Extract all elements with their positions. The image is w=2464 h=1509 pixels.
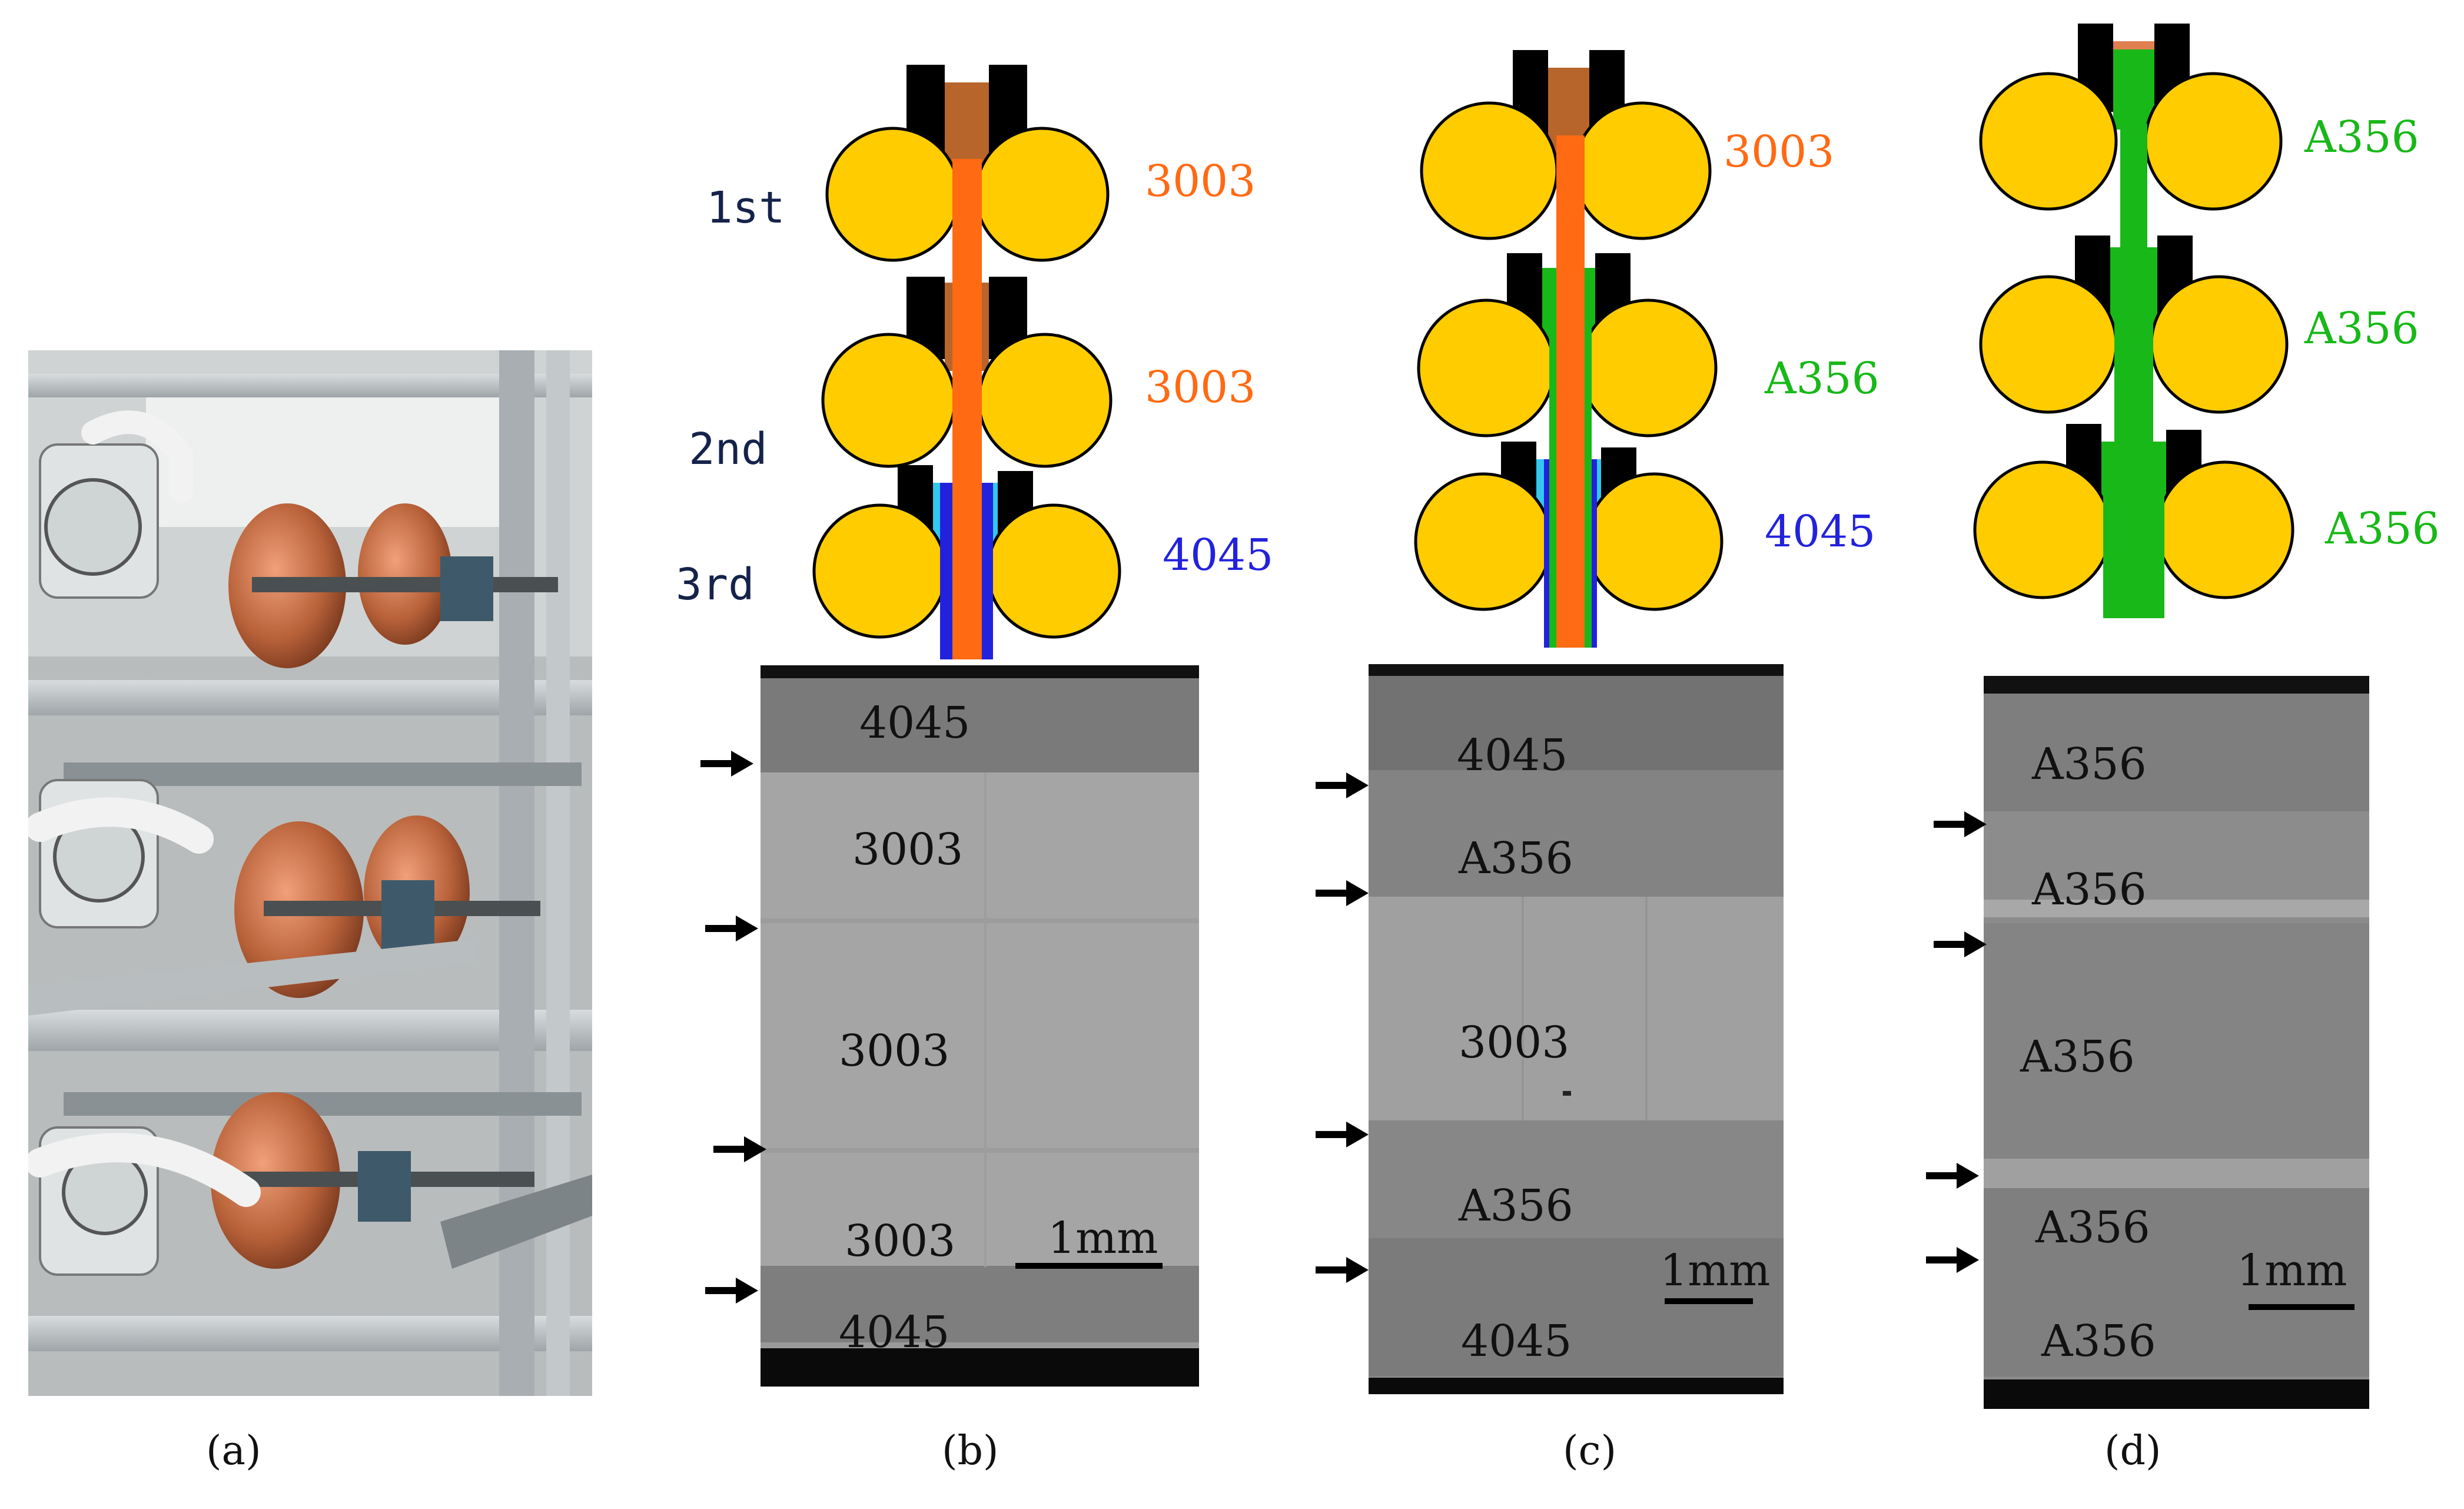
micro-label-d-5: A356 xyxy=(2041,1316,2156,1367)
alloy-label-c-1: 3003 xyxy=(1724,127,1835,177)
roll xyxy=(986,503,1121,639)
roll xyxy=(977,333,1113,468)
alloy-label-d-1: A356 xyxy=(2304,112,2419,162)
micro-label-c-3: 3003 xyxy=(1459,1017,1570,1068)
interface-arrow xyxy=(705,916,758,941)
micro-label-d-4: A356 xyxy=(2035,1202,2150,1253)
micro-label-d-2: A356 xyxy=(2032,864,2147,915)
interface-arrow xyxy=(1934,811,1987,837)
caption-c: (c) xyxy=(1563,1428,1617,1474)
micro-label-c-1: 4045 xyxy=(1457,730,1568,781)
roll xyxy=(974,127,1110,262)
scale-bar-c xyxy=(1665,1298,1753,1304)
interface-arrow xyxy=(1316,1257,1369,1283)
micro-label-b-1: 4045 xyxy=(859,698,971,748)
micro-label-c-2: A356 xyxy=(1459,833,1573,884)
interface-arrow xyxy=(1926,1163,1979,1189)
micro-label-d-1: A356 xyxy=(2032,739,2147,790)
roll xyxy=(1585,472,1724,611)
micro-label-b-2: 3003 xyxy=(852,824,964,875)
roll xyxy=(1973,460,2112,599)
scale-label-d: 1mm xyxy=(2237,1245,2347,1296)
micrograph-d-texture xyxy=(1984,676,2369,1409)
micrograph-d xyxy=(1984,676,2369,1409)
alloy-label-c-2: A356 xyxy=(1765,353,1879,404)
interface-arrow xyxy=(1934,931,1987,957)
roll xyxy=(1573,101,1712,240)
micrograph-b-texture xyxy=(761,665,1199,1387)
roll xyxy=(1420,101,1559,240)
alloy-label-d-3: A356 xyxy=(2325,503,2440,554)
micro-label-c-5: 4045 xyxy=(1461,1316,1572,1367)
roll xyxy=(812,503,948,639)
roll xyxy=(1979,275,2118,414)
equipment-photo-drawing xyxy=(28,350,592,1396)
roll xyxy=(2150,275,2289,414)
micrograph-c xyxy=(1369,664,1784,1394)
caption-b: (b) xyxy=(942,1428,999,1474)
strip-3003 xyxy=(952,159,982,659)
micro-label-d-3: A356 xyxy=(2020,1032,2135,1082)
melt-pool xyxy=(945,82,989,171)
caption-a: (a) xyxy=(206,1428,261,1474)
stand-label-3rd: 3rd xyxy=(676,559,755,610)
roll xyxy=(1979,72,2118,211)
scale-label-c: 1mm xyxy=(1660,1245,1771,1296)
roll xyxy=(1417,299,1556,437)
stand-label-2nd: 2nd xyxy=(689,424,768,475)
roll-diagram-b xyxy=(812,65,1121,659)
roll-diagram-c xyxy=(1414,50,1724,648)
micrograph-b xyxy=(761,665,1199,1387)
scale-label-b: 1mm xyxy=(1048,1213,1158,1263)
alloy-label-b-3: 4045 xyxy=(1163,530,1274,581)
micro-label-b-4: 3003 xyxy=(845,1216,956,1266)
scale-bar-b xyxy=(1015,1263,1163,1269)
interface-arrow xyxy=(705,1278,758,1304)
interface-arrow xyxy=(700,751,753,777)
micro-label-b-3: 3003 xyxy=(839,1026,950,1076)
micro-label-c-4: A356 xyxy=(1459,1180,1573,1231)
interface-arrow xyxy=(713,1136,766,1162)
scale-bar-d xyxy=(2249,1304,2355,1310)
alloy-label-c-3: 4045 xyxy=(1765,506,1876,557)
roll xyxy=(2144,72,2283,211)
roll xyxy=(1579,299,1718,437)
alloy-label-d-2: A356 xyxy=(2304,303,2419,354)
interface-arrow xyxy=(1926,1247,1979,1273)
roll xyxy=(2156,460,2294,599)
micrograph-c-texture xyxy=(1369,664,1784,1394)
alloy-label-b-1: 3003 xyxy=(1145,156,1256,207)
roll xyxy=(825,127,961,262)
stand-label-1st: 1st xyxy=(706,183,785,233)
micro-label-b-5: 4045 xyxy=(839,1307,950,1358)
interface-arrow xyxy=(1316,1122,1369,1147)
roll xyxy=(1414,472,1553,611)
interface-arrow xyxy=(1316,772,1369,798)
caption-d: (d) xyxy=(2104,1428,2161,1474)
alloy-label-b-2: 3003 xyxy=(1145,362,1256,413)
roll-diagram-d xyxy=(1973,24,2294,618)
equipment-photo xyxy=(28,350,592,1396)
interface-arrow xyxy=(1316,880,1369,906)
roll xyxy=(821,333,957,468)
